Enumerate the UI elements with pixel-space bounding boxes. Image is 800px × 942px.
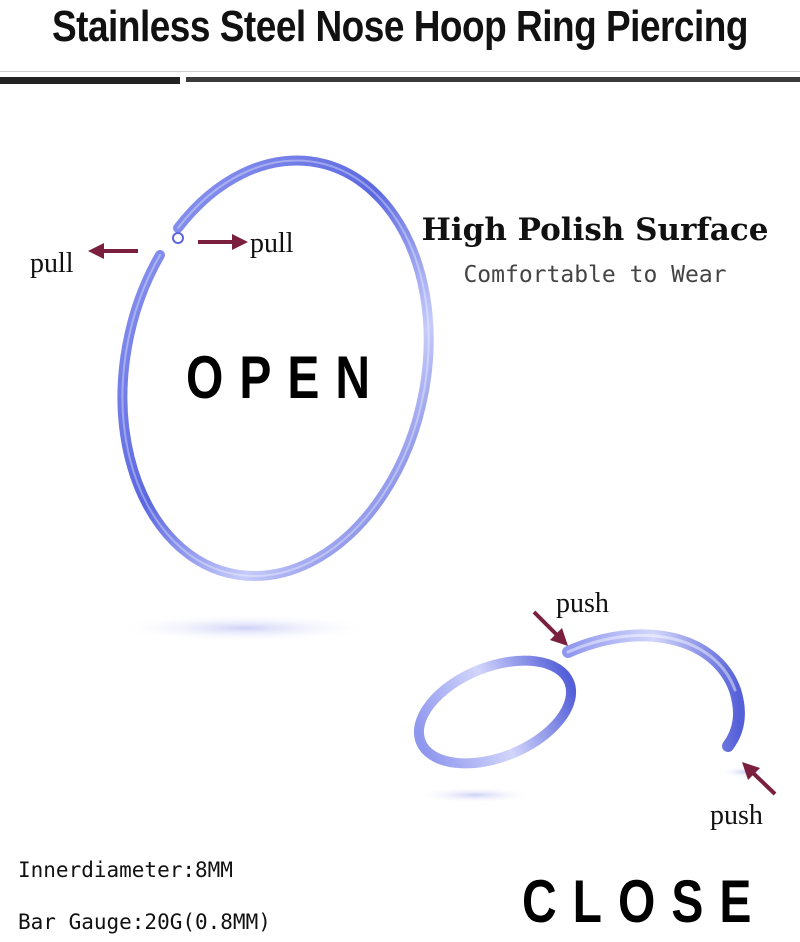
push-top-label: push [556, 588, 609, 619]
push-bottom-arrow [742, 762, 777, 796]
pull-right-label: pull [250, 228, 294, 259]
pull-left-label: pull [30, 248, 74, 279]
push-top-arrow [532, 610, 568, 646]
feature-headline: High Polish Surface [421, 212, 769, 248]
header-divider-light [0, 71, 800, 72]
pull-right-arrow [198, 234, 248, 250]
open-ring-reflection [115, 614, 375, 642]
page-title: Stainless Steel Nose Hoop Ring Piercing [51, 2, 749, 51]
closed-ring-tail [562, 629, 746, 752]
close-label: CLOSE [522, 869, 768, 936]
open-label: OPEN [186, 345, 387, 412]
bar-gauge-spec: Bar Gauge:20G(0.8MM) [18, 910, 271, 934]
ring-end-opening [172, 232, 184, 244]
open-ring [117, 155, 434, 581]
header-divider-thin [186, 77, 800, 82]
inner-diameter-spec: Innerdiameter:8MM [18, 858, 233, 882]
push-bottom-label: push [710, 800, 763, 831]
feature-subline: Comfortable to Wear [463, 262, 727, 288]
closed-ring-loop [413, 655, 577, 769]
closed-ring-reflection [415, 787, 535, 803]
pull-left-arrow [88, 243, 138, 259]
header-divider-thick [0, 77, 180, 84]
